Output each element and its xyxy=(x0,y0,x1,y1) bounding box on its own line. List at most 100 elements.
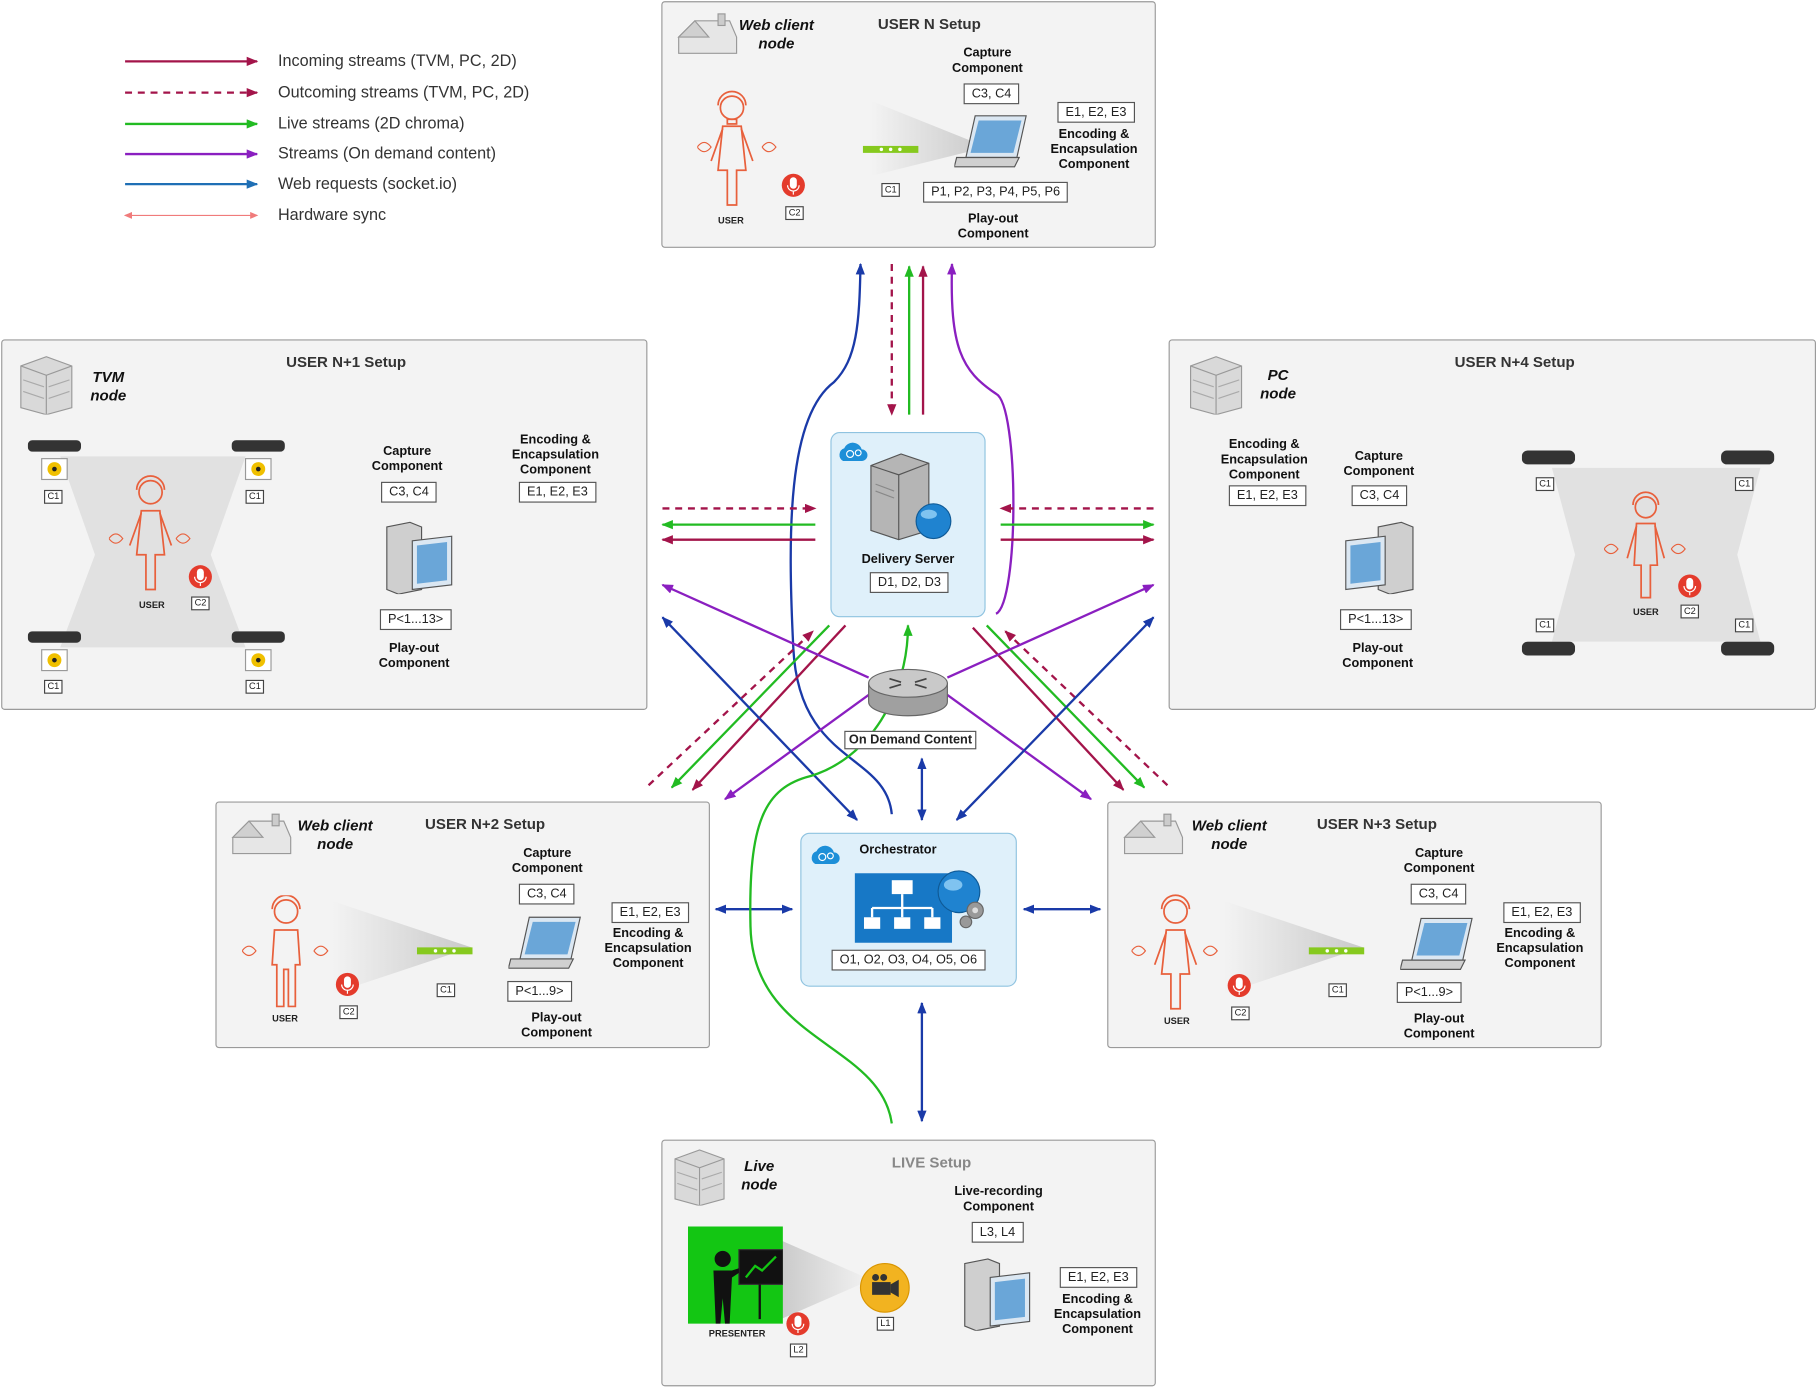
microphone-icon xyxy=(188,565,212,589)
video-camera-icon xyxy=(859,1262,910,1313)
tag-c1: C1 xyxy=(1328,983,1348,998)
tag-c2: C2 xyxy=(339,1005,359,1020)
camera-bar-icon xyxy=(862,145,919,153)
legend-lines xyxy=(123,56,259,219)
server-icon xyxy=(870,453,952,541)
panel-title: LIVE Setup xyxy=(891,1153,972,1171)
tag-c1: C1 xyxy=(44,679,63,694)
user-label: USER xyxy=(718,215,744,226)
panel-title: USER N Setup xyxy=(877,15,981,33)
user-label: USER xyxy=(1163,1015,1190,1027)
capture-ids-box: C3, C4 xyxy=(1351,485,1408,507)
tag-c1: C1 xyxy=(44,489,63,504)
presenter-label: PRESENTER xyxy=(708,1328,766,1339)
delivery-server-hub: Delivery Server D1, D2, D3 xyxy=(830,431,986,618)
legend-ondemand: Streams (On demand content) xyxy=(277,143,497,163)
microphone-icon xyxy=(786,1312,810,1336)
legend-web: Web requests (socket.io) xyxy=(277,173,458,193)
tag-c1: C1 xyxy=(1734,618,1754,633)
tag-l2: L2 xyxy=(789,1343,808,1358)
capture-ids-box: C3, C4 xyxy=(1410,883,1467,905)
playout-ids-box: P<1...9> xyxy=(1396,982,1462,1003)
house-icon xyxy=(231,813,292,855)
tag-c2: C2 xyxy=(191,596,210,611)
orchestrator-ids-box: O1, O2, O3, O4, O5, O6 xyxy=(831,949,986,971)
playout-ids-box: P<1...13> xyxy=(379,609,452,631)
kinect-icon xyxy=(231,631,285,672)
capture-ids-box: C3, C4 xyxy=(963,83,1020,105)
panel-title: USER N+3 Setup xyxy=(1316,815,1437,833)
encoding-ids-box: E1, E2, E3 xyxy=(1059,1267,1137,1288)
encoding-ids-box: E1, E2, E3 xyxy=(611,902,689,924)
user-figure-icon xyxy=(242,895,329,1008)
microphone-icon xyxy=(335,972,360,997)
tag-c2: C2 xyxy=(1231,1006,1250,1021)
tag-l1: L1 xyxy=(876,1316,894,1331)
presenter-chroma-icon xyxy=(687,1226,783,1324)
tag-c2: C2 xyxy=(1680,604,1700,619)
tag-c1: C1 xyxy=(1535,618,1555,633)
tag-c2: C2 xyxy=(785,206,805,221)
legend-incoming: Incoming streams (TVM, PC, 2D) xyxy=(277,50,517,70)
encoding-ids-box: E1, E2, E3 xyxy=(518,481,596,503)
kinect-icon xyxy=(1521,641,1576,656)
kinect-icon xyxy=(27,631,82,672)
user-label: USER xyxy=(272,1013,298,1024)
legend-outcoming: Outcoming streams (TVM, PC, 2D) xyxy=(277,82,530,101)
kinect-icon xyxy=(1721,450,1775,465)
delivery-server-label: Delivery Server xyxy=(861,552,955,567)
camera-bar-icon xyxy=(1308,947,1365,955)
router-icon xyxy=(868,668,948,717)
encoding-ids-box: E1, E2, E3 xyxy=(1228,485,1306,507)
delivery-ids-box: D1, D2, D3 xyxy=(869,572,950,593)
kinect-icon xyxy=(1721,641,1775,656)
user-label: USER xyxy=(1633,606,1659,618)
hierarchy-globe-icon xyxy=(854,870,984,943)
capture-cone xyxy=(778,1239,871,1321)
tag-c1: C1 xyxy=(881,182,901,197)
playout-ids-box: P<1...13> xyxy=(1339,609,1412,631)
kinect-icon xyxy=(1521,450,1576,465)
orchestrator-label: Orchestrator xyxy=(859,843,937,858)
server-node-icon xyxy=(674,1149,725,1206)
server-node-icon xyxy=(20,356,73,415)
tag-c1: C1 xyxy=(1535,477,1555,492)
panel-title: USER N+2 Setup xyxy=(425,815,546,833)
microphone-icon xyxy=(1678,574,1702,598)
desktop-pc-icon xyxy=(1345,521,1414,595)
legend-live: Live streams (2D chroma) xyxy=(277,113,465,133)
capture-ids-box: C3, C4 xyxy=(381,481,437,503)
encoding-ids-box: E1, E2, E3 xyxy=(1503,902,1581,924)
laptop-icon xyxy=(1400,917,1473,970)
user-figure-icon xyxy=(697,90,777,206)
panel-title: USER N+1 Setup xyxy=(286,353,407,371)
panel-title: USER N+4 Setup xyxy=(1454,353,1575,371)
user-figure-icon xyxy=(1131,894,1218,1010)
kinect-icon xyxy=(27,440,82,481)
tag-c1: C1 xyxy=(436,983,456,998)
house-icon xyxy=(677,13,738,54)
tag-c1: C1 xyxy=(245,679,265,694)
microphone-icon xyxy=(781,173,805,197)
